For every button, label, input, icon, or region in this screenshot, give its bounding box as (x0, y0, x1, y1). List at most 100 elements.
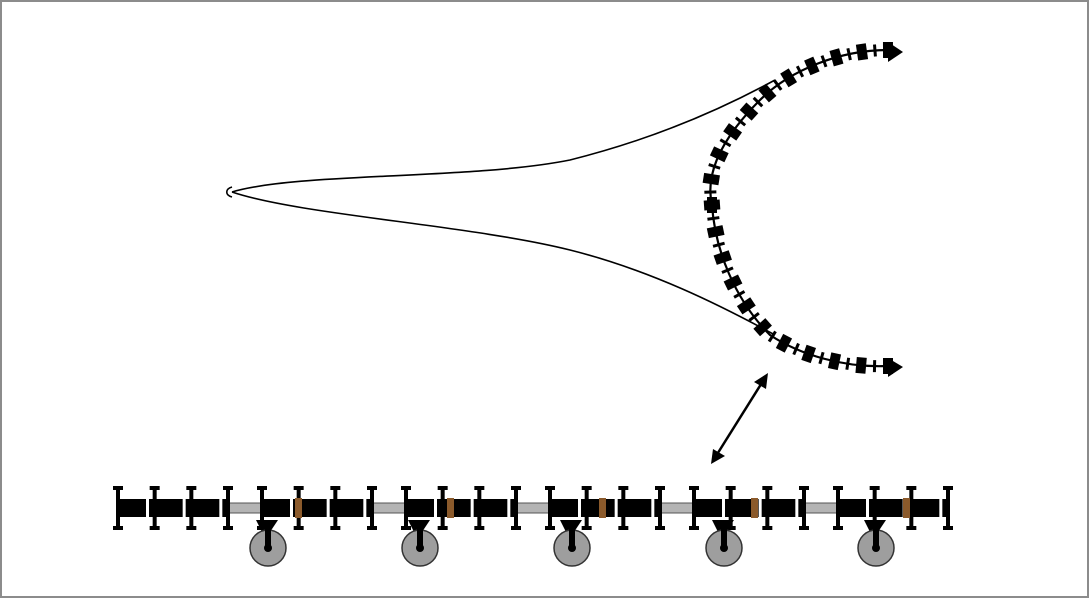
boom-joint-cap (833, 486, 843, 490)
boom-joint (152, 486, 157, 530)
segment-block (855, 43, 869, 61)
boom-joint (440, 486, 445, 530)
boom-joint (946, 486, 950, 530)
arm-segment (780, 68, 798, 88)
boom-joint-cap (367, 526, 377, 530)
boom-joint-cap (762, 526, 773, 530)
boom-section-body (840, 499, 946, 517)
boom-joint-cap (943, 486, 953, 490)
arm-segment (733, 290, 746, 299)
boom-joint-cap (581, 526, 592, 530)
caster-wheel-icon (249, 520, 287, 567)
boom-joint (260, 486, 264, 530)
segment-block (801, 344, 817, 364)
boom-joint-cap (186, 486, 197, 490)
boom-bar (659, 502, 697, 514)
boom-joint (836, 486, 840, 530)
segment-block (758, 83, 777, 103)
arm-segment (753, 318, 772, 337)
caster-stem (417, 526, 423, 550)
arm-segment (723, 123, 743, 141)
boom-gap (507, 499, 511, 517)
arm-segment (855, 356, 867, 374)
boom-joint-cap (511, 486, 521, 490)
boom-section-body (696, 499, 802, 517)
segment-block (709, 146, 729, 163)
segment-joint (719, 138, 732, 148)
boom-section (401, 486, 521, 530)
folded-outline-tip (225, 186, 233, 198)
arm-segment (703, 199, 721, 211)
segment-joint (707, 216, 720, 221)
segment-joint (712, 241, 725, 248)
folded-outline-lower (231, 191, 776, 336)
hinge-icon (903, 498, 910, 518)
boom-section (113, 486, 233, 530)
boom-gap (939, 499, 943, 517)
arm-lower-spine (710, 204, 889, 368)
boom-joint-cap (511, 526, 521, 530)
boom-joint (621, 486, 626, 530)
segment-block (780, 68, 798, 88)
boom-joint-cap (223, 486, 233, 490)
wheel-hub (720, 544, 728, 552)
segment-joint (820, 55, 828, 68)
boom-joint-cap (186, 526, 197, 530)
segment-joint (721, 266, 734, 274)
boom-joint (765, 486, 770, 530)
boom-joint-cap (293, 486, 304, 490)
segment-block (723, 274, 743, 291)
boom-joint (514, 486, 518, 530)
boom-joint (802, 486, 806, 530)
boom-joint-cap (257, 486, 267, 490)
boom-joint (189, 486, 194, 530)
boom-bar (227, 502, 265, 514)
segment-joint (733, 290, 746, 299)
boom-joint (548, 486, 552, 530)
boom-joint-cap (725, 526, 736, 530)
boom-joint-cap (799, 526, 809, 530)
boom-joint (584, 486, 589, 530)
segment-block (706, 225, 725, 239)
boom-joint-cap (474, 526, 485, 530)
boom-gap (434, 499, 437, 517)
segment-block (804, 56, 820, 76)
wheel-hub (264, 544, 272, 552)
arm-segment (712, 241, 725, 248)
arm-segment (708, 163, 721, 170)
segment-block (753, 318, 772, 337)
boom-joint (333, 486, 338, 530)
boom-joint-cap (799, 486, 809, 490)
segment-joint (772, 79, 783, 91)
boom-joint-cap (437, 526, 448, 530)
arm-segment (748, 311, 760, 322)
segment-joint (708, 163, 721, 170)
boom-joint-cap (113, 526, 123, 530)
segment-joint (734, 116, 747, 127)
boom-joint-cap (149, 526, 160, 530)
boom-joint (658, 486, 662, 530)
boom-bar (371, 502, 409, 514)
boom-section-body (120, 499, 226, 517)
boom-joint-cap (401, 486, 411, 490)
boom-joint (116, 486, 120, 530)
segment-block (855, 356, 867, 374)
boom-joint-cap (437, 486, 448, 490)
arm-segment (719, 138, 732, 148)
arm-segment (772, 79, 783, 91)
boom-joint-cap (293, 526, 304, 530)
arm-lower-tip-arrow (888, 358, 903, 377)
boom-joint (226, 486, 230, 530)
boom-joint (909, 486, 914, 530)
boom-gap (795, 499, 799, 517)
boom-joint-cap (474, 486, 485, 490)
boom-section-body (408, 499, 514, 517)
boom-gap (219, 499, 223, 517)
boom-joint-cap (762, 486, 773, 490)
boom-gap (651, 499, 655, 517)
boom-gap (182, 499, 186, 517)
arm-segment (801, 344, 817, 364)
boom-joint (404, 486, 408, 530)
segment-joint (752, 96, 764, 108)
